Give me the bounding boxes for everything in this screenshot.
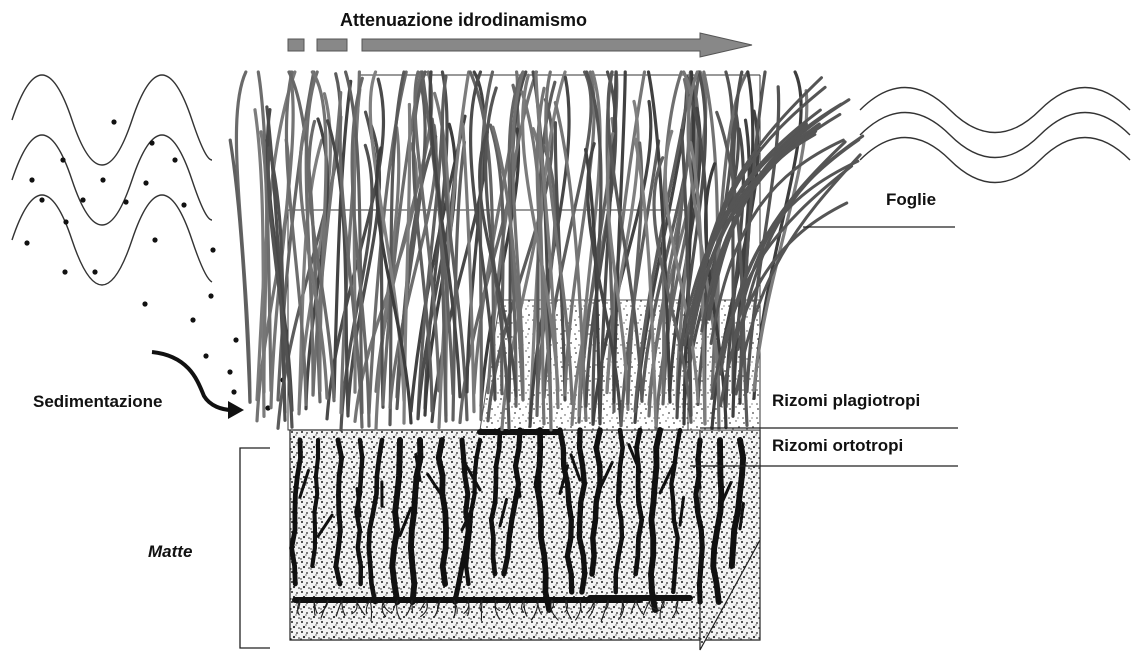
attenuated-waves: [860, 88, 1130, 183]
rhizomes-orthotropic-label: Rizomi ortotropi: [772, 436, 903, 456]
leaves-canopy: [230, 72, 862, 430]
incoming-waves: [12, 75, 212, 285]
matte-label: Matte: [148, 542, 192, 562]
rhizome-branch: [338, 471, 339, 494]
title-label: Attenuazione idrodinamismo: [340, 10, 587, 31]
leaves-label: Foglie: [886, 190, 936, 210]
attenuation-arrow: [288, 33, 752, 57]
suspended-particles: [24, 119, 285, 410]
sedimentation-arrow: [152, 352, 244, 419]
sedimentation-label: Sedimentazione: [33, 392, 162, 412]
rhizomes-plagiotropic-label: Rizomi plagiotropi: [772, 391, 920, 411]
matte-bracket: [240, 448, 270, 648]
leaf: [230, 140, 250, 402]
